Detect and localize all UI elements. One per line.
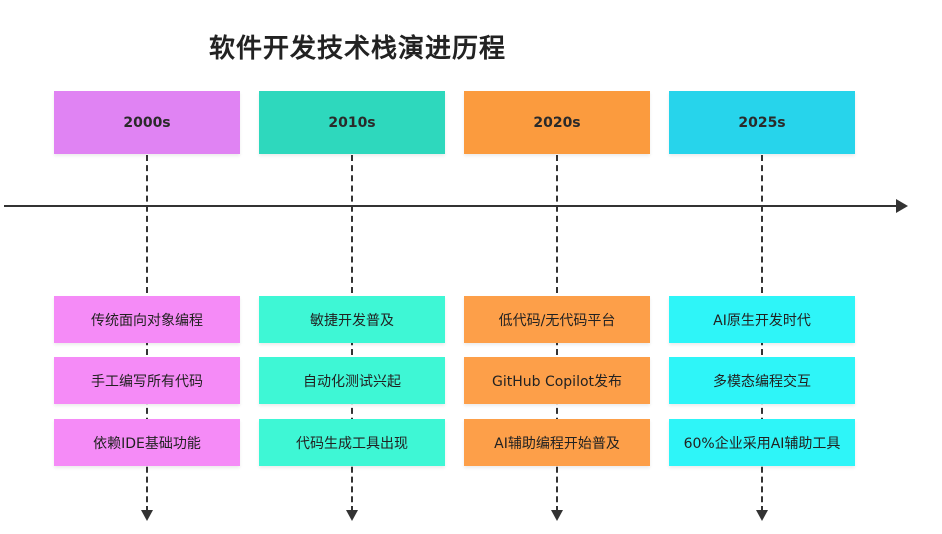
era-connector-line	[761, 155, 763, 293]
arrow-down-icon	[756, 510, 768, 521]
event-card: 低代码/无代码平台	[464, 296, 650, 343]
event-card: GitHub Copilot发布	[464, 357, 650, 404]
event-card: 代码生成工具出现	[259, 419, 445, 466]
event-card: 传统面向对象编程	[54, 296, 240, 343]
page-title: 软件开发技术栈演进历程	[209, 34, 507, 64]
era-connector-line	[556, 300, 558, 512]
era-header: 2000s	[54, 91, 240, 154]
era-connector-line	[351, 300, 353, 512]
era-connector-line	[556, 155, 558, 293]
event-card: 手工编写所有代码	[54, 357, 240, 404]
era-header: 2025s	[669, 91, 855, 154]
event-card: AI辅助编程开始普及	[464, 419, 650, 466]
arrow-down-icon	[346, 510, 358, 521]
era-connector-line	[351, 155, 353, 293]
era-column-2025s: 2025s AI原生开发时代 多模态编程交互 60%企业采用AI辅助工具	[669, 0, 855, 534]
event-card: 依赖IDE基础功能	[54, 419, 240, 466]
era-connector-line	[146, 300, 148, 512]
era-connector-line	[761, 300, 763, 512]
event-card: 多模态编程交互	[669, 357, 855, 404]
event-card: 60%企业采用AI辅助工具	[669, 419, 855, 466]
event-card: AI原生开发时代	[669, 296, 855, 343]
era-connector-line	[146, 155, 148, 293]
era-column-2010s: 2010s 敏捷开发普及 自动化测试兴起 代码生成工具出现	[259, 0, 445, 534]
era-header: 2010s	[259, 91, 445, 154]
era-header: 2020s	[464, 91, 650, 154]
event-card: 自动化测试兴起	[259, 357, 445, 404]
arrow-down-icon	[141, 510, 153, 521]
era-column-2000s: 2000s 传统面向对象编程 手工编写所有代码 依赖IDE基础功能	[54, 0, 240, 534]
timeline-arrow-icon	[896, 199, 908, 213]
event-card: 敏捷开发普及	[259, 296, 445, 343]
timeline-axis	[4, 205, 900, 207]
arrow-down-icon	[551, 510, 563, 521]
era-column-2020s: 2020s 低代码/无代码平台 GitHub Copilot发布 AI辅助编程开…	[464, 0, 650, 534]
